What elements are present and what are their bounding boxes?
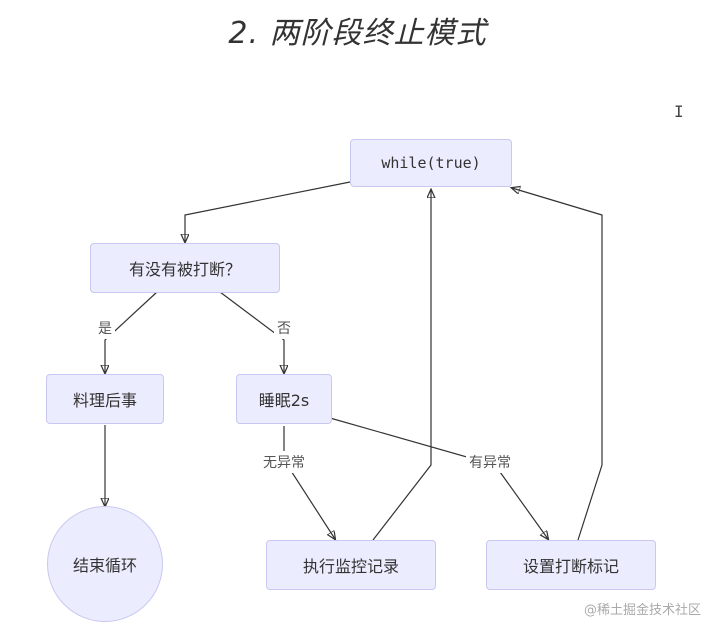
edge-record-to-while — [372, 190, 431, 541]
edge-label-no-exception: 无异常 — [260, 451, 308, 473]
edge-sleep-to-record — [283, 426, 335, 539]
watermark: @稀土掘金技术社区 — [583, 603, 701, 618]
record-node: 执行监控记录 — [266, 540, 436, 590]
interrupted-check-node: 有没有被打断？ — [90, 243, 280, 293]
edge-check-to-cleanup — [105, 291, 158, 373]
edge-setflag-to-while — [512, 188, 603, 541]
edge-label-yes: 是 — [95, 317, 115, 339]
edge-check-to-sleep — [219, 291, 284, 373]
sleep-node: 睡眠2s — [236, 374, 332, 424]
end-loop-node: 结束循环 — [47, 506, 163, 622]
edge-sleep-to-setflag — [329, 417, 548, 539]
edge-label-no: 否 — [274, 317, 294, 339]
page-title: 2. 两阶段终止模式 — [228, 16, 487, 51]
cleanup-node: 料理后事 — [46, 374, 164, 424]
edge-while-to-check — [185, 181, 351, 242]
edge-label-has-exception: 有异常 — [466, 451, 514, 473]
set-flag-node: 设置打断标记 — [486, 540, 656, 590]
text-cursor-icon: I — [674, 102, 684, 121]
while-true-node: while(true) — [350, 139, 512, 187]
